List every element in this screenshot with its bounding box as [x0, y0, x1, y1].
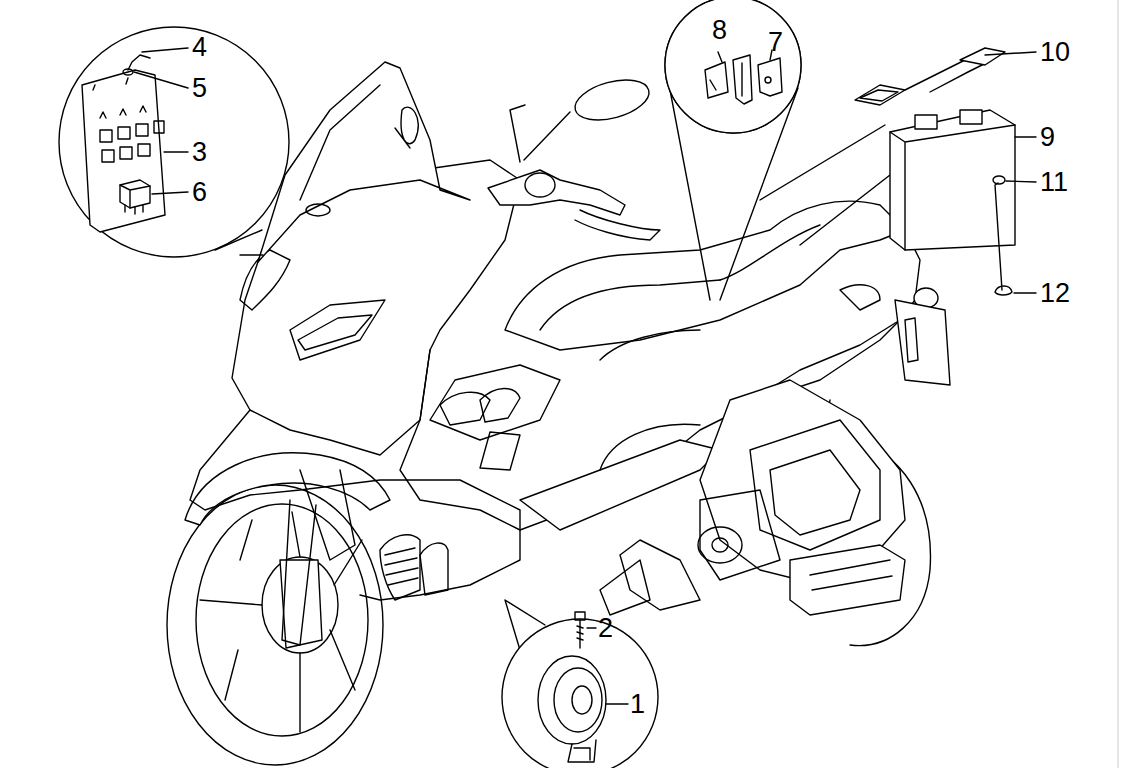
callout-number: 10	[1040, 39, 1070, 66]
callout-number: 1	[630, 691, 645, 718]
callout-number: 11	[1040, 169, 1068, 196]
callout-number: 5	[192, 75, 207, 102]
callout-number: 6	[192, 179, 207, 206]
callout-number: 8	[712, 17, 727, 44]
callout-number: 3	[192, 139, 207, 166]
callout-number: 7	[768, 29, 783, 56]
callout-number: 2	[598, 615, 613, 642]
callout-number: 4	[192, 34, 207, 61]
callout-number: 9	[1040, 124, 1055, 151]
callout-number: 12	[1040, 280, 1070, 307]
